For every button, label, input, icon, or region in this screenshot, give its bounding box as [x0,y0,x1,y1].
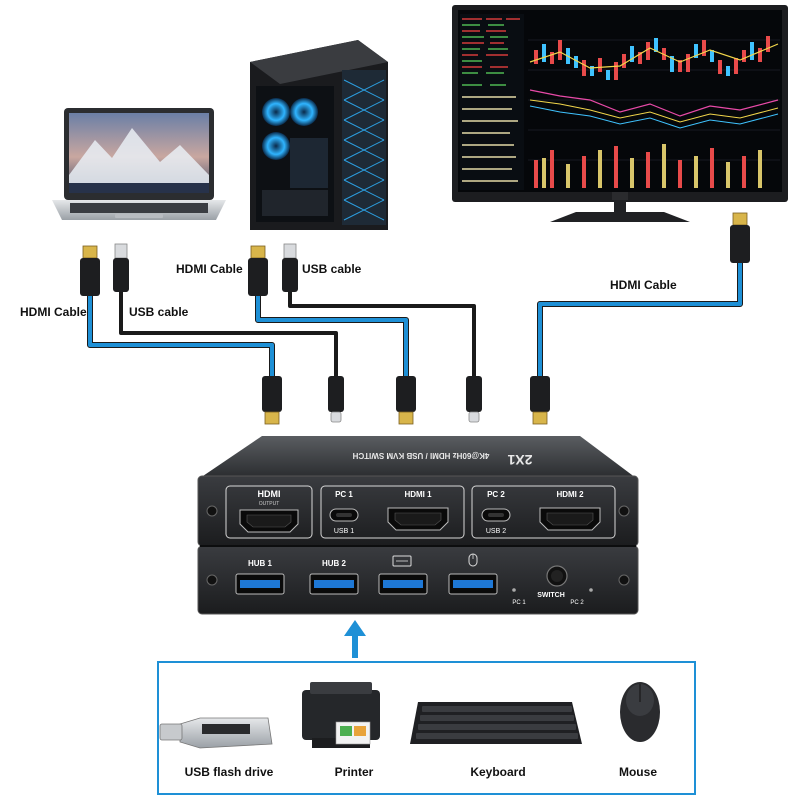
pc2-label: PC 2 [487,490,505,499]
switch-knob[interactable] [546,565,568,587]
pc1-label: PC 1 [335,490,353,499]
mouse-label: Mouse [618,765,657,779]
usbc-plug-pc1 [328,376,344,423]
hdmi-plug-output [262,376,282,425]
mouse-icon [620,682,660,742]
laptop-icon [52,108,226,220]
usb-cable-label-laptop: USB cable [129,305,189,319]
monitor-icon [452,5,788,222]
usb1-label: USB 1 [334,528,354,535]
hdmi-plug-pc2 [530,376,550,425]
hdmi2-label: HDMI 2 [556,490,584,499]
printer-label: Printer [334,765,374,779]
hdmi-plug-pc1 [396,376,416,425]
printer-icon [302,682,380,748]
peripherals-box [157,661,696,795]
hdmi-output-label: HDMI [258,489,281,499]
hdmi-plug-laptop [80,245,100,296]
usb2-label: USB 2 [486,528,506,535]
mouse-symbol-icon [468,553,478,567]
keyboard-symbol-icon [392,555,412,567]
usb-cable-label-pc: USB cable [302,262,362,276]
usb-plug-pc [282,243,298,292]
hdmi-cable-label-laptop: HDMI Cable [20,305,87,319]
hdmi-output-sub-label: OUTPUT [259,501,280,507]
hdmi-cable-label-monitor: HDMI Cable [610,278,677,292]
desktop-pc-icon [250,40,388,230]
up-arrow-icon [344,620,366,658]
hdmi-plug-monitor [730,212,750,263]
led-pc1-label: PC 1 [512,600,526,606]
kvm-switch: 4K@60Hz HDMI / USB KVM SWITCH 2X1 HDMI O… [197,436,639,615]
switch-badge: 2X1 [507,452,532,468]
hdmi1-label: HDMI 1 [404,490,432,499]
keyboard-icon [410,702,582,744]
hub2-label: HUB 2 [322,559,347,568]
keyboard-label: Keyboard [470,765,526,779]
hdmi-plug-pc [248,245,268,296]
led-pc2-label: PC 2 [570,600,584,606]
hub1-label: HUB 1 [248,559,273,568]
usb-plug-laptop [113,243,129,292]
switch-button-label: SWITCH [537,592,565,599]
usb-flash-drive-icon [159,717,273,749]
usb-flash-drive-label: USB flash drive [184,765,274,779]
usb-a-ports [235,573,498,595]
usbc-plug-pc2 [466,376,482,423]
hdmi-cable-label-pc: HDMI Cable [176,262,243,276]
cables [87,259,743,381]
switch-top-label: 4K@60Hz HDMI / USB KVM SWITCH [352,451,489,460]
